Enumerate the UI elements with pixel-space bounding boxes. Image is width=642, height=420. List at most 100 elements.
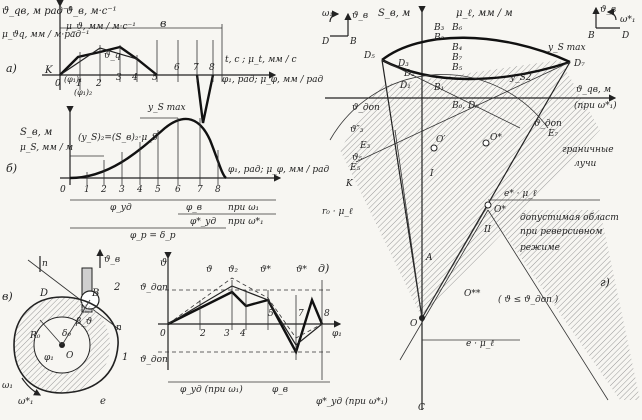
panel-g-ray-e3: [394, 129, 423, 319]
panel-g-r0-arc: [329, 74, 549, 141]
panel-g-e-mu: e · μ_ℓ: [466, 339, 494, 349]
panel-d-curve-label-2: ϑ*: [260, 265, 271, 275]
panel-g-vqb-label: ϑ_qв, м: [576, 85, 611, 95]
panel-a-mu-left: μ_ϑq, мм / м·рад⁻¹: [2, 30, 89, 40]
inset-right-v: ϑ_в: [600, 5, 616, 15]
panel-d-grid: [168, 280, 330, 383]
panel-d-title-v: ϑ: [160, 258, 167, 269]
panel-g-B4: B₄: [451, 43, 463, 53]
panel-v-O: O: [66, 351, 74, 361]
panel-b-tick-4: 4: [136, 185, 143, 195]
inset-left-B: B: [349, 37, 357, 47]
inset-right-D: D: [621, 31, 629, 41]
panel-g-allowed-1: допустимая област: [520, 212, 619, 223]
panel-v-delta0: δ₀: [62, 329, 71, 339]
panel-g-B0D0: B₀, D₀: [451, 101, 479, 111]
panel-a-vqmax: ϑ_q: [104, 51, 121, 61]
panel-v-normal-line: [27, 259, 121, 331]
panel-d-curve-label-0: ϑ: [206, 265, 213, 275]
panel-g-E3: E₃: [359, 141, 371, 151]
panel-g-point-Ostar: [484, 201, 492, 209]
panel-a-grid: [79, 24, 223, 90]
panel-d-phi-ud-bottom: φ_уд (при ω₁): [180, 384, 243, 395]
panel-a-velocity-curve: [59, 45, 158, 76]
panel-b-tick-6: 6: [175, 185, 181, 195]
panel-v-phi1: φ₁: [44, 353, 54, 363]
panel-g-inset-right: ϑ_в ω*₁ B D: [587, 5, 635, 41]
panel-a: ϑ_qв, м рад⁻¹ ϑ_в, м·с⁻¹ μ_ϑq, мм / м·ра…: [2, 0, 324, 124]
panel-g-ray-ostar: [421, 204, 489, 319]
inset-left-v: ϑ_в: [352, 11, 368, 21]
panel-g-allowed-region: [488, 210, 640, 400]
panel-a-tick-2: 2: [95, 79, 102, 89]
panel-b-displacement-curve: [69, 117, 227, 180]
panel-v-D: D: [39, 288, 48, 299]
panel-b-ys-max: y_S max: [147, 103, 186, 113]
inset-left-w: ω₁: [322, 9, 333, 19]
panel-b-ys-eq: (y_S)₂=(S_в)₂·μ_S: [78, 132, 158, 143]
panel-g: S_в, м μ_ℓ, мм / м ϑ_qв, м (при ω*₁) y_S…: [321, 5, 640, 413]
panel-d-tick-2: 2: [199, 329, 206, 339]
panel-g-ys2: y_S2: [509, 73, 532, 83]
panel-b-pri-w1-star: при ω*₁: [228, 217, 264, 227]
panel-v-beta: β_ϑ: [75, 317, 93, 327]
panel-v-w1: ω₁: [2, 381, 13, 391]
panel-d: ϑ ϑ_доп ϑ_доп д) ϑ ϑ₂ ϑ* ϑ* 0 2 3 4 5 7 …: [140, 252, 388, 407]
panel-d-tick-4: 4: [239, 329, 246, 339]
panel-g-ys-max: y_S max: [547, 43, 586, 53]
panel-g-B1: B₁: [433, 83, 444, 93]
panel-b-phi-ud-star: φ*_уд: [190, 217, 217, 227]
panel-a-dim-b-label: в: [160, 17, 166, 30]
panel-g-roman-2: II: [483, 225, 492, 235]
panel-g-letter: г): [600, 276, 610, 289]
panel-v-radius-line: [61, 299, 91, 346]
panel-v-label-1: 1: [122, 352, 128, 363]
panel-b-tick-labels: 0 1 2 3 4 5 6 7 8: [60, 185, 221, 195]
panel-b-tick-5: 5: [155, 185, 161, 195]
panel-a-t-axis: t, c ; μ_t, мм / c: [225, 55, 297, 65]
inset-left-D: D: [321, 37, 329, 47]
panel-d-tick-0: 0: [160, 329, 166, 339]
panel-v-vb: ϑ_в: [104, 255, 120, 265]
panel-g-D7: D₇: [573, 59, 585, 69]
panel-g-Oprime: O′: [436, 135, 445, 145]
panel-g-C: C: [418, 403, 425, 413]
panel-b: S_в, м μ_S, мм / м б) y_S max (y_S)₂=(S_…: [6, 103, 330, 241]
panel-d-curve-main: [167, 290, 324, 356]
panel-v-letter: в): [2, 290, 13, 303]
panel-g-E5: E₅: [349, 163, 361, 173]
panel-g-v3: ϑ″₃: [350, 125, 364, 135]
panel-b-grid: [70, 117, 276, 229]
panel-g-forbidden-left: [340, 80, 422, 318]
panel-a-phi-axis: φ₁, рад; μ_φ, мм / рад: [222, 75, 324, 85]
panel-g-profile-top: [381, 36, 571, 64]
panel-g-forbidden-right: [420, 60, 600, 318]
panel-v-nn: n: [42, 259, 48, 269]
panel-g-B6: B₆: [451, 23, 463, 33]
panel-g-condition: ( ϑ ≤ ϑ_доп ): [498, 294, 559, 305]
panel-g-B3: B₃: [433, 23, 445, 33]
panel-d-phi1: φ₁: [332, 329, 342, 339]
panel-g-B7: B₇: [451, 53, 463, 63]
panel-g-Ostar-top: O*: [490, 133, 502, 143]
panel-a-tick-labels: 0 1 2 3 4 5 6 7 8: [55, 63, 215, 89]
panel-a-phi1-1: (φ₁)₁: [64, 75, 82, 84]
panel-g-point-Ostar2: [482, 139, 490, 147]
panel-a-tick-0: 0: [55, 79, 61, 89]
panel-g-r0: r₀ · μ_ℓ: [322, 207, 353, 217]
panel-g-allowed-2: при реверсивном: [520, 227, 603, 237]
panel-v-B: B: [91, 288, 99, 299]
panel-v-w1-star: ω*₁: [18, 397, 33, 407]
panel-g-K: K: [345, 179, 354, 189]
panel-a-K: K: [44, 65, 53, 76]
panel-v-label-2: 2: [113, 282, 120, 293]
panel-g-boundary-1: граничные: [562, 145, 614, 155]
panel-a-tick-6: 6: [174, 63, 180, 73]
panel-b-tick-3: 3: [119, 185, 125, 195]
panel-g-Ostar: O*: [494, 205, 506, 215]
panel-b-tick-1: 1: [84, 185, 90, 195]
panel-a-phi1-2: (φ₁)₂: [74, 88, 92, 97]
panel-a-letter: а): [6, 62, 17, 75]
panel-b-letter: б): [6, 162, 17, 175]
panel-b-phi-v: φ_в: [186, 203, 202, 213]
